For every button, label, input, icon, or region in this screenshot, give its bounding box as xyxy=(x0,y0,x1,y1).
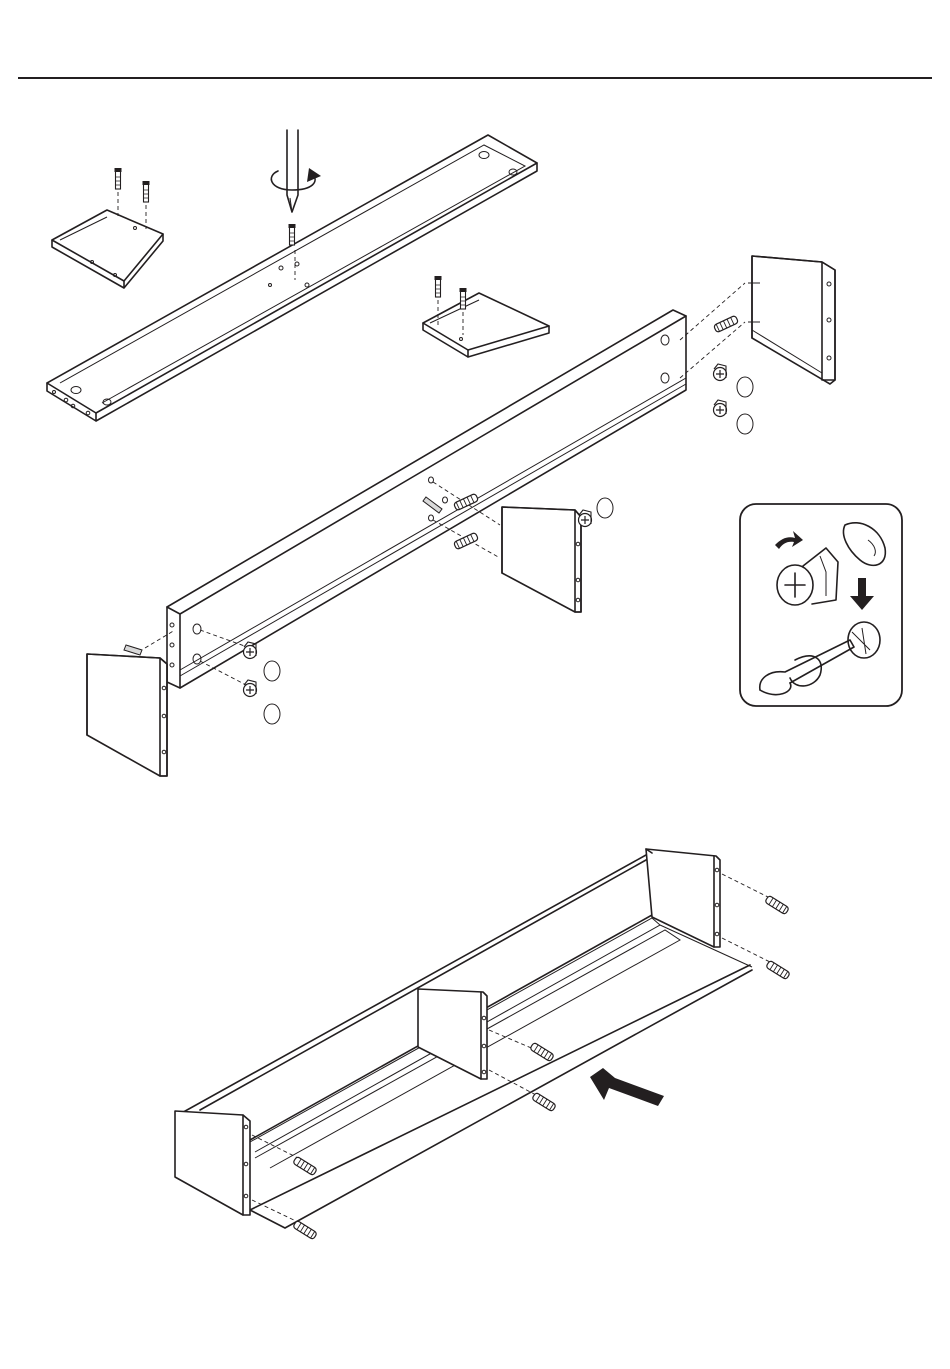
step-1-illustration xyxy=(47,130,835,776)
cam-lock-detail-inset xyxy=(740,504,902,706)
screwdriver-icon xyxy=(271,130,321,245)
bracket-left xyxy=(52,168,163,288)
side-panel-left-assembled xyxy=(175,1111,317,1240)
bracket-right xyxy=(423,276,549,357)
push-arrow-icon xyxy=(590,1068,664,1106)
side-panel-right-assembled xyxy=(646,849,790,980)
side-panel-right xyxy=(680,256,835,434)
step-2-illustration xyxy=(175,849,790,1240)
